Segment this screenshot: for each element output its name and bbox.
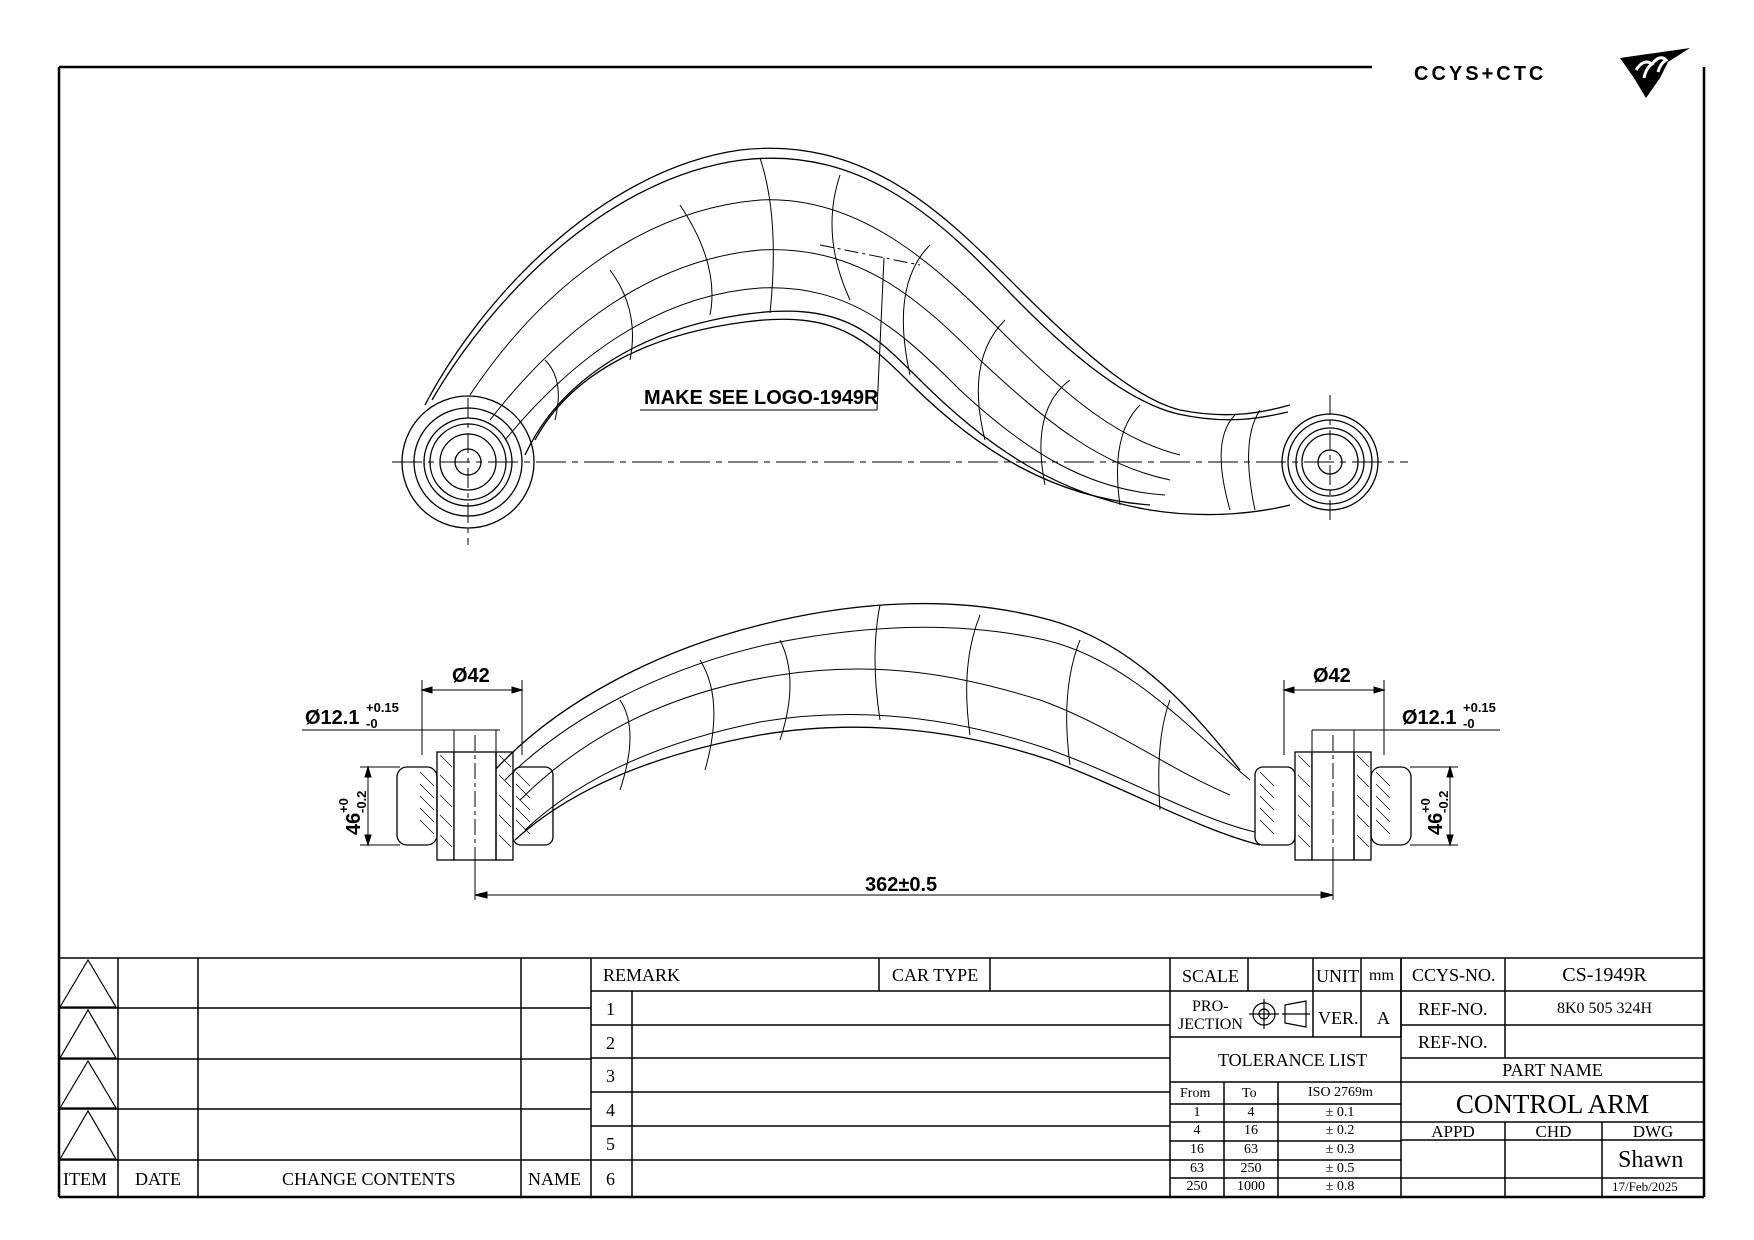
rev-header-item: ITEM <box>63 1169 107 1189</box>
tol-row-to: 63 <box>1244 1142 1258 1157</box>
dim-width-left-lower: -0.2 <box>354 791 369 813</box>
tolerance-title: TOLERANCE LIST <box>1218 1050 1368 1070</box>
ref-no-value-1: 8K0 505 324H <box>1556 1000 1653 1017</box>
title-block-grid <box>58 957 1704 1197</box>
logo-text: CCYS+CTC <box>1414 63 1546 85</box>
dimension-lines <box>302 680 1500 900</box>
tol-row-value: ± 0.3 <box>1325 1142 1355 1157</box>
tol-header-to: To <box>1242 1086 1257 1101</box>
scale-label: SCALE <box>1182 966 1240 986</box>
tol-row-to: 4 <box>1247 1105 1255 1120</box>
rev-header-name: NAME <box>528 1169 581 1189</box>
tol-row-from: 63 <box>1190 1161 1204 1176</box>
dwg-value: Shawn <box>1618 1147 1684 1173</box>
unit-label: UNIT <box>1316 966 1359 986</box>
top-view <box>392 147 1408 545</box>
tol-row-value: ± 0.2 <box>1325 1123 1355 1138</box>
tol-header-from: From <box>1180 1086 1211 1101</box>
dim-width-left-upper: +0 <box>336 798 351 813</box>
tol-row-to: 16 <box>1244 1123 1258 1138</box>
dim-hole-right-upper: +0.15 <box>1463 700 1496 715</box>
logo-note: MAKE SEE LOGO-1949R <box>644 387 879 409</box>
remark-row-6: 6 <box>606 1169 615 1189</box>
remark-row-5: 5 <box>606 1134 615 1154</box>
tol-header-iso: ISO 2769m <box>1308 1085 1373 1100</box>
tol-row-from: 16 <box>1190 1142 1204 1157</box>
remark-row-2: 2 <box>606 1033 615 1053</box>
dim-hole-right: Ø12.1 <box>1402 707 1456 729</box>
tol-row-to: 250 <box>1240 1161 1262 1176</box>
dim-width-right: 46 <box>1425 813 1447 835</box>
ver-label: VER. <box>1318 1008 1359 1028</box>
part-name-value: CONTROL ARM <box>1455 1089 1650 1119</box>
rev-header-contents: CHANGE CONTENTS <box>282 1169 456 1189</box>
tol-row-from: 1 <box>1193 1105 1201 1120</box>
rev-header-date: DATE <box>135 1169 181 1189</box>
tol-row-value: ± 0.8 <box>1325 1179 1355 1194</box>
ver-value: A <box>1377 1008 1390 1028</box>
tol-row-value: ± 0.1 <box>1325 1105 1355 1120</box>
part-name-label: PART NAME <box>1502 1060 1603 1080</box>
projection-label-2: JECTION <box>1178 1016 1243 1033</box>
date-value: 17/Feb/2025 <box>1612 1179 1678 1194</box>
projection-label-1: PRO- <box>1192 998 1229 1015</box>
dwg-label: DWG <box>1632 1122 1674 1141</box>
tol-row-from: 250 <box>1186 1179 1208 1194</box>
remark-label: REMARK <box>603 965 681 985</box>
remark-row-3: 3 <box>606 1066 615 1086</box>
ccys-no-value: CS-1949R <box>1562 964 1647 986</box>
unit-value: mm <box>1369 967 1394 984</box>
dim-width-right-lower: -0.2 <box>1436 791 1451 813</box>
tol-row-to: 1000 <box>1237 1179 1265 1194</box>
dim-length: 362±0.5 <box>865 874 937 896</box>
dim-hole-left-lower: -0 <box>366 716 378 731</box>
side-view <box>396 602 1412 880</box>
appd-label: APPD <box>1431 1122 1475 1141</box>
dim-hole-left: Ø12.1 <box>305 707 359 729</box>
dim-hole-left-upper: +0.15 <box>366 700 399 715</box>
projection-symbol-icon <box>1249 999 1310 1029</box>
dim-hole-right-lower: -0 <box>1463 716 1475 731</box>
remark-row-1: 1 <box>606 999 615 1019</box>
ref-no-label-2: REF-NO. <box>1418 1032 1488 1052</box>
brand-logo: CCYS+CTC <box>1414 48 1690 98</box>
remark-row-4: 4 <box>606 1100 615 1120</box>
dim-width-left: 46 <box>343 813 365 835</box>
dim-width-right-upper: +0 <box>1418 798 1433 813</box>
car-type-label: CAR TYPE <box>892 965 979 985</box>
frame <box>57 65 1706 1199</box>
dim-bore-left: Ø42 <box>452 665 490 687</box>
tol-row-value: ± 0.5 <box>1325 1161 1355 1176</box>
tol-row-from: 4 <box>1193 1123 1201 1138</box>
ccys-no-label: CCYS-NO. <box>1412 965 1496 985</box>
dim-bore-right: Ø42 <box>1313 665 1351 687</box>
chd-label: CHD <box>1535 1122 1572 1141</box>
ref-no-label-1: REF-NO. <box>1418 999 1488 1019</box>
